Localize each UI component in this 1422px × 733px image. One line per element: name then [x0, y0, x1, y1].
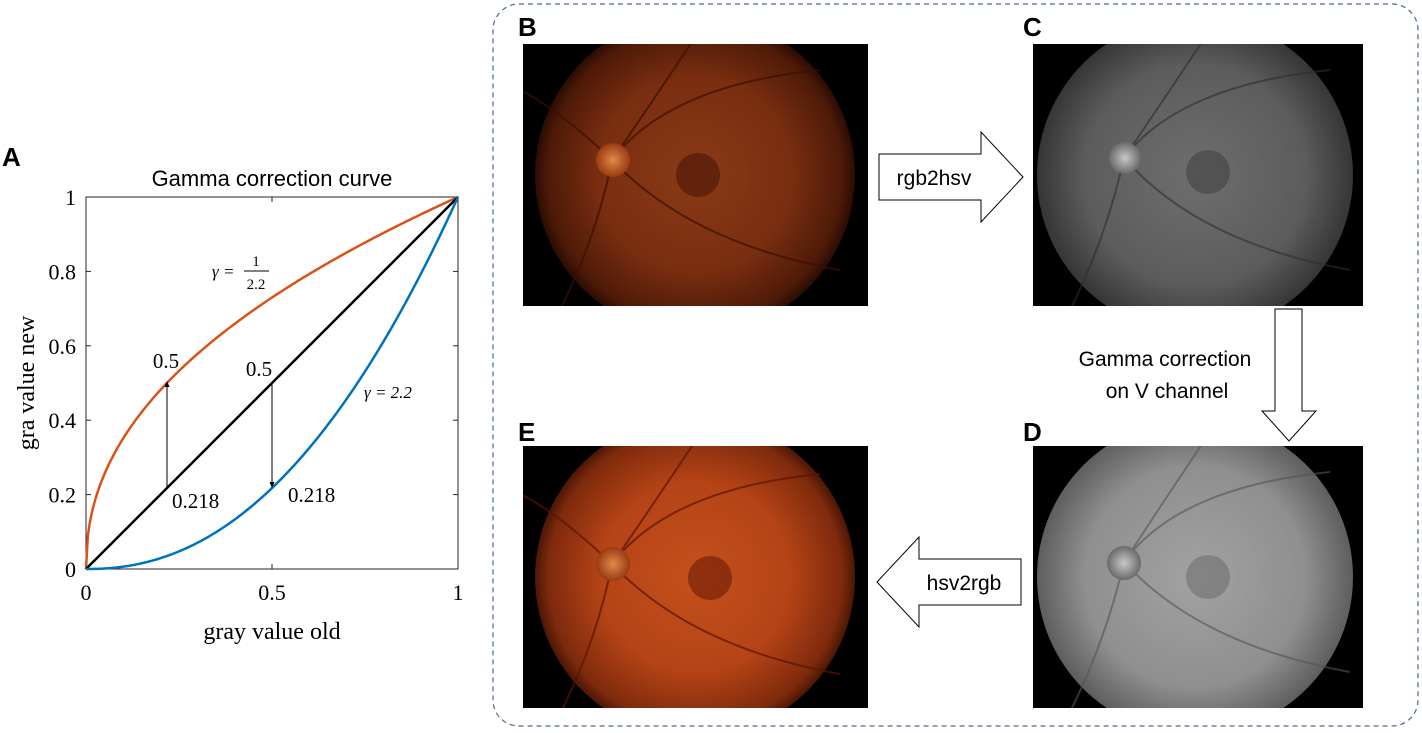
pipeline-container [492, 3, 1419, 727]
label-mid-bottom: 0.218 [288, 483, 335, 507]
y-tick-label: 0 [65, 557, 76, 582]
y-tick-label: 0.8 [49, 259, 77, 284]
plot-area: 0.5 0.218 0.5 0.218 γ = 1 2.2 γ = 2.2 [84, 195, 460, 571]
optic-disc-d [1107, 546, 1141, 580]
hsv2rgb-arrow: hsv2rgb [876, 535, 1022, 629]
macula-e [688, 556, 732, 600]
chart-title: Gamma correction curve [152, 166, 393, 191]
hsv2rgb-label: hsv2rgb [927, 572, 1002, 595]
arrow-left-shape [876, 535, 1022, 629]
gamma-2.2-curve [86, 196, 460, 571]
macula-d [1186, 555, 1230, 599]
gamma-1-over-2.2-curve [84, 195, 459, 570]
panel-label-e: E [518, 417, 535, 447]
optic-disc-b [596, 143, 630, 177]
gamma-correction-label-line1: Gamma correction [1079, 348, 1252, 371]
gamma-correction-label-line2: on V channel [1106, 380, 1229, 403]
fundus-image-e [523, 446, 868, 708]
fundus-image-b [523, 44, 868, 306]
label-left-bottom: 0.218 [172, 489, 219, 513]
gamma-down-arrow: Gamma correction on V channel [1079, 308, 1318, 442]
gamma-low-denominator: 2.2 [247, 277, 266, 293]
rgb2hsv-label: rgb2hsv [897, 167, 972, 190]
x-axis-label: gray value old [203, 619, 340, 645]
panel-label-d: D [1023, 417, 1042, 447]
optic-disc-e [596, 547, 630, 581]
v-channel-image-c [1033, 44, 1363, 306]
x-tick-label: 1 [453, 580, 464, 605]
label-left-top: 0.5 [153, 349, 179, 373]
label-mid-top: 0.5 [246, 357, 272, 381]
panel-label-c: C [1023, 12, 1042, 42]
x-tick-label: 0 [81, 580, 92, 605]
rgb2hsv-arrow: rgb2hsv [878, 130, 1024, 224]
gamma-low-prefix: γ = [212, 262, 234, 281]
y-tick-label: 0.2 [49, 483, 77, 508]
y-tick-label: 1 [65, 185, 76, 210]
y-tick-labels: 0 0.2 0.4 0.6 0.8 1 [49, 185, 77, 582]
x-tick-label: 0.5 [258, 580, 286, 605]
panel-label-b: B [518, 12, 537, 42]
y-axis-label: gra value new [14, 315, 40, 450]
gamma-high-label: γ = 2.2 [364, 383, 412, 402]
arrow-up-left-head [164, 381, 170, 387]
corrected-v-image-d [1033, 446, 1363, 708]
arrow-right-shape [878, 130, 1024, 224]
y-tick-label: 0.6 [49, 334, 77, 359]
macula-c [1186, 150, 1230, 194]
panel-label-a: A [2, 142, 21, 172]
y-tick-label: 0.4 [49, 408, 77, 433]
arrow-down-mid-head [269, 482, 275, 488]
optic-disc-c [1109, 142, 1141, 174]
macula-b [676, 153, 720, 197]
gamma-low-numerator: 1 [252, 254, 260, 270]
arrow-down-shape [1260, 308, 1318, 442]
